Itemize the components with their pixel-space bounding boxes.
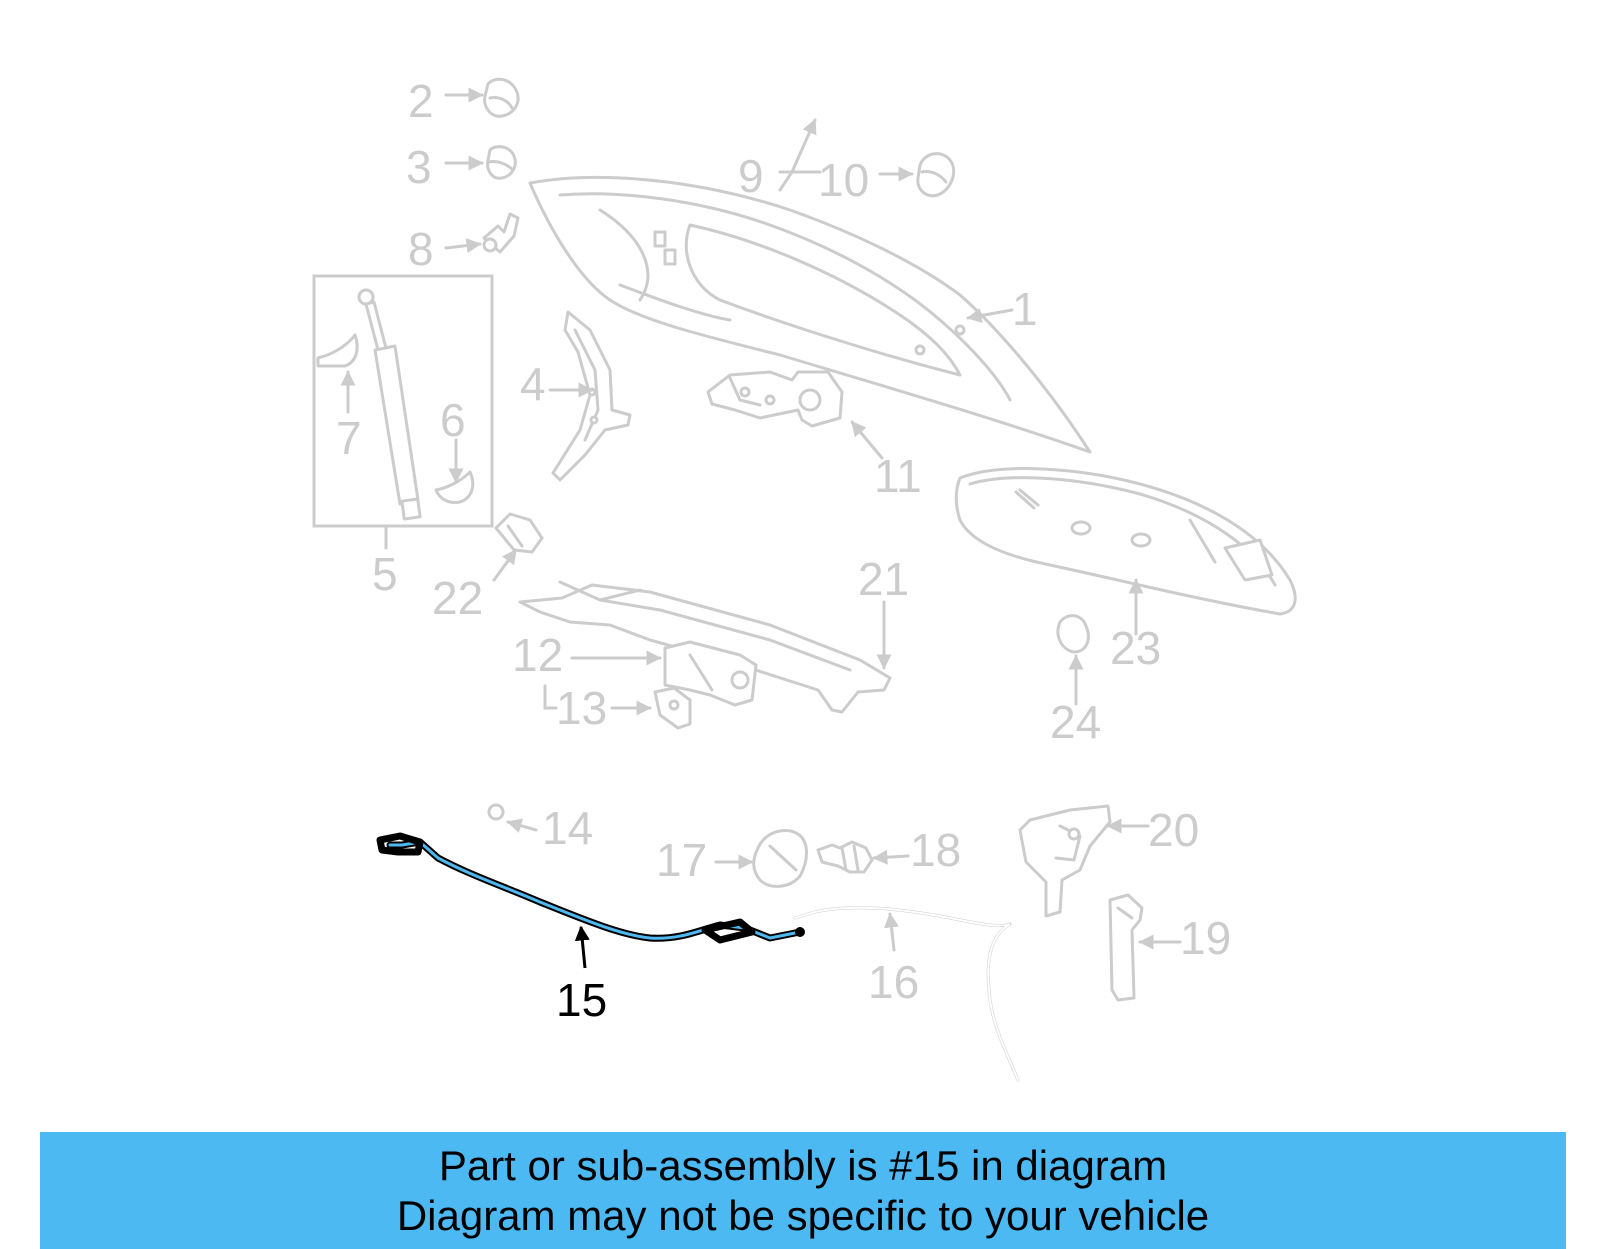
info-banner: Part or sub-assembly is #15 in diagram D… xyxy=(40,1132,1566,1249)
callout-6: 6 xyxy=(440,394,466,446)
part-19-bracket xyxy=(1108,893,1144,1002)
part-15-release-cable xyxy=(376,832,805,944)
part-13-bracket xyxy=(653,686,692,730)
part-20-bracket xyxy=(1018,804,1112,918)
callout-12: 12 xyxy=(512,629,563,681)
callout-22: 22 xyxy=(432,572,483,624)
part-8-clip xyxy=(482,212,520,254)
callout-3: 3 xyxy=(406,141,432,193)
callout-19: 19 xyxy=(1180,912,1231,964)
banner-part-number-text: Part or sub-assembly is #15 in diagram xyxy=(438,1141,1168,1189)
callout-11: 11 xyxy=(874,450,922,502)
part-3-bumper xyxy=(486,145,517,180)
part-14-clip xyxy=(487,803,505,821)
part-22-bumper xyxy=(494,512,544,554)
part-12-latch xyxy=(663,640,758,707)
part-2-bumper xyxy=(483,77,520,118)
callout-7: 7 xyxy=(336,412,362,464)
callout-2: 2 xyxy=(408,75,434,127)
part-9-weatherstrip xyxy=(753,97,1272,260)
part-4-hinge xyxy=(551,310,632,482)
callout-10: 10 xyxy=(818,154,869,206)
callout-20: 20 xyxy=(1148,804,1199,856)
callout-15-highlighted: 15 xyxy=(556,974,607,1026)
leader-lines xyxy=(340,87,1182,969)
callout-18: 18 xyxy=(910,824,961,876)
callout-labels: 2 3 8 9 10 1 4 7 6 11 5 22 21 23 12 13 2… xyxy=(336,75,1231,1026)
callout-9: 9 xyxy=(738,150,764,202)
part-18-fastener xyxy=(816,840,874,874)
part-10-bumper xyxy=(916,152,956,198)
callout-4: 4 xyxy=(520,358,546,410)
callout-1: 1 xyxy=(1012,283,1038,335)
banner-disclaimer-text: Diagram may not be specific to your vehi… xyxy=(396,1191,1210,1239)
part-1-hood xyxy=(528,175,1092,454)
part-24-clip xyxy=(1056,614,1090,654)
callout-21: 21 xyxy=(858,553,909,605)
part-23-insulator xyxy=(954,467,1297,616)
callout-17: 17 xyxy=(656,834,707,886)
callout-13: 13 xyxy=(556,682,607,734)
part-11-latch xyxy=(706,370,844,428)
part-5-support-assembly xyxy=(312,274,494,550)
callout-24: 24 xyxy=(1050,696,1101,748)
callout-14: 14 xyxy=(542,802,593,854)
callout-8: 8 xyxy=(408,223,434,275)
callout-5: 5 xyxy=(372,548,398,600)
callout-23: 23 xyxy=(1110,622,1161,674)
part-16-cable xyxy=(793,906,1020,1082)
callout-16: 16 xyxy=(868,956,919,1008)
part-17-handle xyxy=(752,829,808,888)
